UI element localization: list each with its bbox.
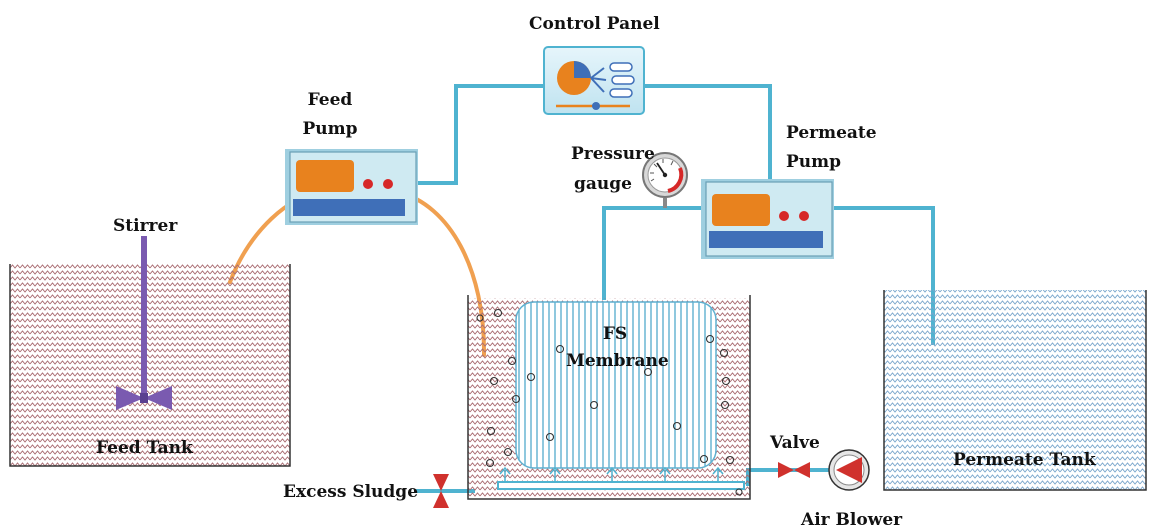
control-panel-icon [543, 46, 645, 115]
permeate-pump-label-line1: Permeate [786, 123, 877, 143]
pressure-gauge-label-line2: gauge [574, 174, 632, 194]
pressure-gauge-icon [642, 152, 688, 198]
pressure-gauge-label-line1: Pressure [571, 144, 655, 164]
feed-pump-bar [293, 199, 405, 216]
feed-pump-knob [363, 179, 373, 189]
permeate-tank-liquid [884, 290, 1146, 490]
stirrer-icon [116, 236, 172, 410]
permeate-pump-label-line2: Pump [786, 152, 842, 172]
diffuser-nozzles [499, 466, 724, 482]
air-blower-icon [828, 449, 870, 491]
fs-membrane-label-line2: Membrane [566, 351, 669, 371]
feed-pump-label-line1: Feed [307, 90, 353, 110]
stirrer-label: Stirrer [113, 216, 178, 236]
permeate-pump [701, 179, 834, 259]
bioreactor-tank [467, 295, 751, 500]
valve-icon [778, 462, 810, 478]
air-bubbles [476, 308, 743, 496]
permeate-pump-display [712, 194, 770, 226]
feed-pump-knob [383, 179, 393, 189]
feed-tank-liquid [10, 264, 290, 466]
pipe-blower-to-diffuser [746, 468, 838, 486]
valve-label: Valve [770, 433, 820, 453]
feed-pump [285, 149, 418, 225]
feed-pump-label-line2: Pump [302, 119, 358, 139]
feed-pump-display [296, 160, 354, 192]
permeate-tank-walls [883, 290, 1147, 491]
permeate-pump-knob [779, 211, 789, 221]
excess-sludge-valve-icon [433, 474, 449, 508]
pipe-permeate-pump-to-membrane [602, 206, 706, 300]
reactor-walls [467, 295, 751, 500]
permeate-pump-bar [709, 231, 823, 248]
feed-tank-walls [9, 264, 291, 467]
air-blower-label: Air Blower [801, 510, 903, 530]
feed-tank-label: Feed Tank [96, 438, 193, 458]
permeate-tank-label: Permeate Tank [953, 450, 1096, 470]
permeate-pump-knob [799, 211, 809, 221]
fs-membrane-label-line1: FS [602, 324, 628, 344]
feed-tank [9, 264, 291, 467]
control-panel-label: Control Panel [529, 14, 660, 34]
permeate-tank [883, 290, 1147, 491]
pipe-feed-pump-to-panel [418, 84, 544, 185]
excess-sludge-label: Excess Sludge [283, 482, 419, 502]
air-diffuser [497, 481, 745, 490]
